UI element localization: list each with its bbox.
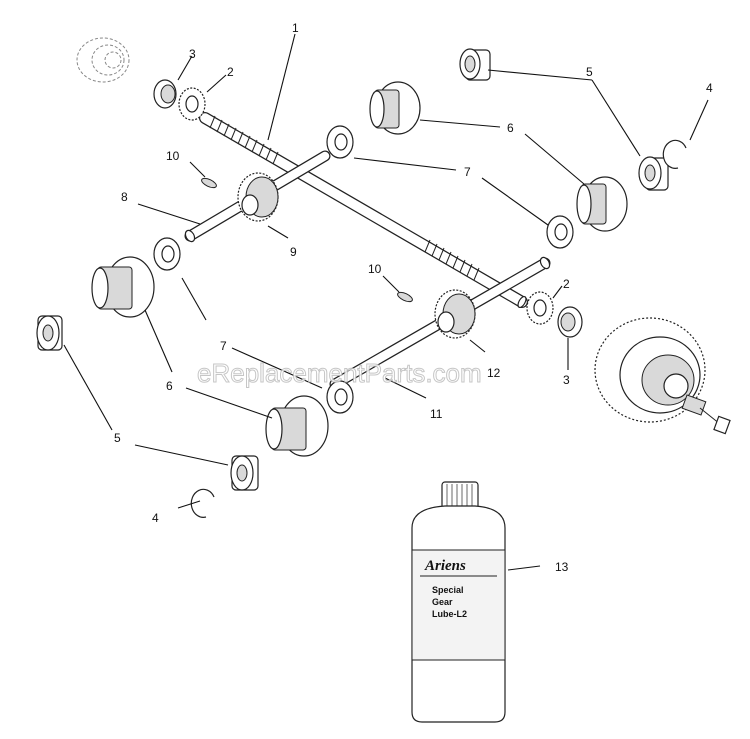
roller-bearing-2-right — [526, 291, 554, 325]
callout-10-lower: 10 — [368, 262, 382, 276]
callout-labels: 1 2 3 2 3 4 4 5 5 6 6 7 7 8 9 10 10 11 1… — [114, 21, 713, 574]
callout-8: 8 — [121, 190, 128, 204]
callout-12: 12 — [487, 366, 501, 380]
flange-bushing-6-lower — [265, 395, 329, 457]
key-10-lower — [397, 291, 413, 303]
ball-bearing-5-right — [638, 156, 669, 191]
callout-6-lower: 6 — [166, 379, 173, 393]
worm-thread-left — [209, 115, 279, 165]
washer-7-left — [153, 237, 181, 271]
gear-9 — [237, 172, 279, 222]
washer-7-upper — [326, 125, 354, 159]
bottle-text-line-2: Gear — [432, 597, 453, 607]
roller-bearing-2-upper — [178, 87, 206, 121]
callout-4-right: 4 — [706, 81, 713, 95]
callout-9: 9 — [290, 245, 297, 259]
key-10-upper — [201, 177, 217, 189]
callout-5-lower: 5 — [114, 431, 121, 445]
flange-bushing-6-right — [576, 176, 628, 232]
watermark-text: eReplacementParts.com — [197, 358, 482, 388]
washer-7-right — [546, 215, 574, 249]
flange-bushing-6-left — [91, 256, 155, 318]
pulley-housing-right — [594, 317, 731, 435]
bearing-cup-3-right — [557, 306, 583, 338]
callout-3-upper: 3 — [189, 47, 196, 61]
callout-4-lower: 4 — [152, 511, 159, 525]
snap-ring-4-lower — [190, 488, 215, 518]
housing-outline-top-left — [76, 37, 130, 83]
flange-bushing-6-upper — [369, 81, 421, 135]
callout-2-right: 2 — [563, 277, 570, 291]
washer-7-lower — [326, 380, 354, 414]
snap-ring-4-right — [662, 139, 687, 169]
callout-13: 13 — [555, 560, 569, 574]
bearing-cup-3-upper — [153, 79, 177, 109]
callout-7-lower: 7 — [220, 339, 227, 353]
ball-bearing-5-upper — [459, 48, 491, 81]
callout-5-upper: 5 — [586, 65, 593, 79]
ball-bearing-5-left — [36, 315, 63, 351]
callout-1: 1 — [292, 21, 299, 35]
callout-6-upper: 6 — [507, 121, 514, 135]
bottle-text-line-1: Special — [432, 585, 464, 595]
gear-12 — [434, 289, 476, 339]
callout-10-upper: 10 — [166, 149, 180, 163]
gear-lube-bottle: Ariens Special Gear Lube-L2 — [411, 481, 506, 723]
callout-3-right: 3 — [563, 373, 570, 387]
callout-2-upper: 2 — [227, 65, 234, 79]
callout-7-upper: 7 — [464, 165, 471, 179]
worm-thread-right — [424, 239, 480, 281]
worm-shaft-upper — [199, 112, 528, 309]
ball-bearing-5-lower — [230, 455, 259, 491]
bottle-brand: Ariens — [424, 558, 466, 574]
bottle-text-line-3: Lube-L2 — [432, 609, 467, 619]
callout-11: 11 — [430, 407, 443, 421]
leader-lines — [63, 33, 709, 571]
